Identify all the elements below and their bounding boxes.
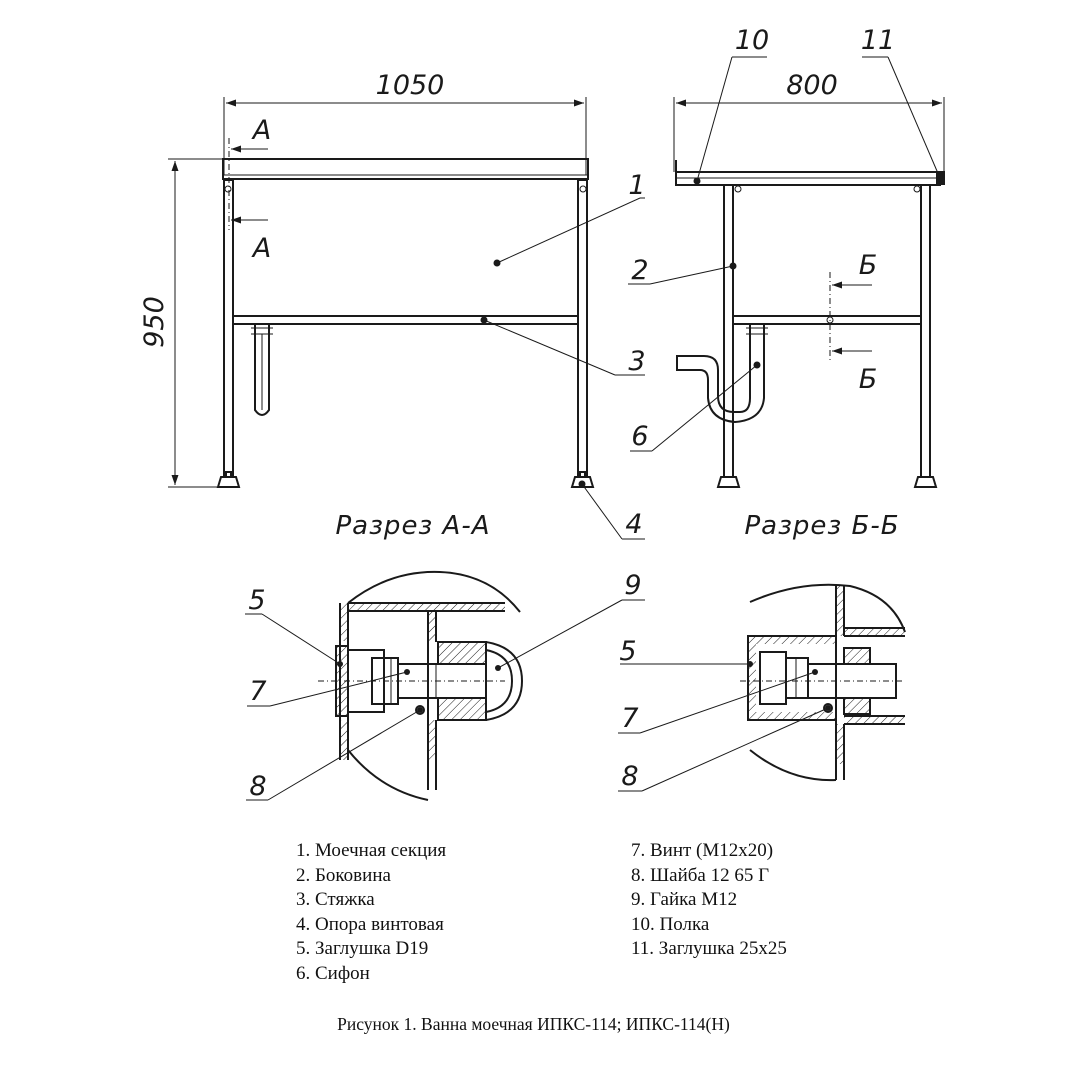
callout-10: 10 xyxy=(735,25,769,56)
leader-10 xyxy=(696,56,733,182)
section-title-bb: Разрез Б-Б xyxy=(744,511,899,541)
side-view: 800 Б Б 2 6 xyxy=(628,25,945,541)
section-mark-a-top: А xyxy=(251,115,271,146)
side-siphon xyxy=(676,324,765,424)
legend-right: 7. Винт (М12х20) 8. Шайба 12 65 Г 9. Гай… xyxy=(631,839,787,962)
callout-11: 11 xyxy=(861,25,895,56)
side-foot-right xyxy=(913,476,938,488)
side-leg-left xyxy=(723,184,734,478)
legend-item: 6. Сифон xyxy=(296,962,370,984)
legend-item: 4. Опора винтовая xyxy=(296,913,444,935)
callout-1: 1 xyxy=(628,170,645,201)
callout-6: 6 xyxy=(631,421,648,452)
side-foot-left xyxy=(716,476,741,488)
legend-item: 9. Гайка М12 xyxy=(631,889,738,910)
front-foot-left xyxy=(216,476,241,488)
legend-item: 11. Заглушка 25х25 xyxy=(631,938,787,959)
figure-caption: Рисунок 1. Ванна моечная ИПКС-114; ИПКС-… xyxy=(337,1014,730,1034)
front-siphon xyxy=(254,324,270,416)
legend-item: 3. Стяжка xyxy=(296,889,375,910)
section-mark-a-bottom: А xyxy=(251,233,271,264)
legend-left: 1. Моечная секция 2. Боковина 3. Стяжка … xyxy=(296,839,446,986)
detail-a-callout-9: 9 xyxy=(624,570,641,601)
front-tabletop xyxy=(222,158,589,180)
legend-item: 1. Моечная секция xyxy=(296,840,447,861)
detail-section-aa: 5 7 8 9 xyxy=(245,570,645,802)
leader-6 xyxy=(651,364,758,452)
dim-1050-label: 1050 xyxy=(376,70,445,101)
detail-a-callout-8: 8 xyxy=(249,771,266,802)
callout-3: 3 xyxy=(628,346,645,377)
leader-1 xyxy=(496,197,641,264)
section-mark-b-bottom: Б xyxy=(859,364,878,395)
detail-b-callout-5: 5 xyxy=(619,636,636,667)
side-crossbar xyxy=(732,315,922,325)
legend-item: 7. Винт (М12х20) xyxy=(631,840,774,861)
detail-a-callout-5: 5 xyxy=(248,585,265,616)
section-title-aa: Разрез А-А xyxy=(336,511,491,541)
leader-11 xyxy=(887,56,941,179)
front-view: 1050 950 А А 1 xyxy=(139,70,646,541)
front-leg-left xyxy=(223,179,234,478)
callout-2: 2 xyxy=(631,255,648,286)
callout-4: 4 xyxy=(625,509,642,540)
detail-b-callout-7: 7 xyxy=(621,703,638,734)
detail-section-bb: 5 7 8 xyxy=(618,583,906,792)
dim-950-label: 950 xyxy=(139,296,170,348)
section-mark-b-top: Б xyxy=(859,250,878,281)
legend-item: 2. Боковина xyxy=(296,864,391,886)
detail-a-callout-7: 7 xyxy=(249,676,266,707)
legend-item: 10. Полка xyxy=(631,913,710,935)
legend-item: 5. Заглушка D19 xyxy=(296,938,429,959)
dim-800-label: 800 xyxy=(786,70,838,101)
leader-4 xyxy=(581,483,623,540)
front-crossbar xyxy=(232,315,579,325)
side-leg-right xyxy=(920,184,931,478)
leader-3 xyxy=(483,319,616,376)
legend-item: 8. Шайба 12 65 Г xyxy=(631,864,770,886)
detail-b-callout-8: 8 xyxy=(621,761,638,792)
leader-2 xyxy=(649,265,734,285)
